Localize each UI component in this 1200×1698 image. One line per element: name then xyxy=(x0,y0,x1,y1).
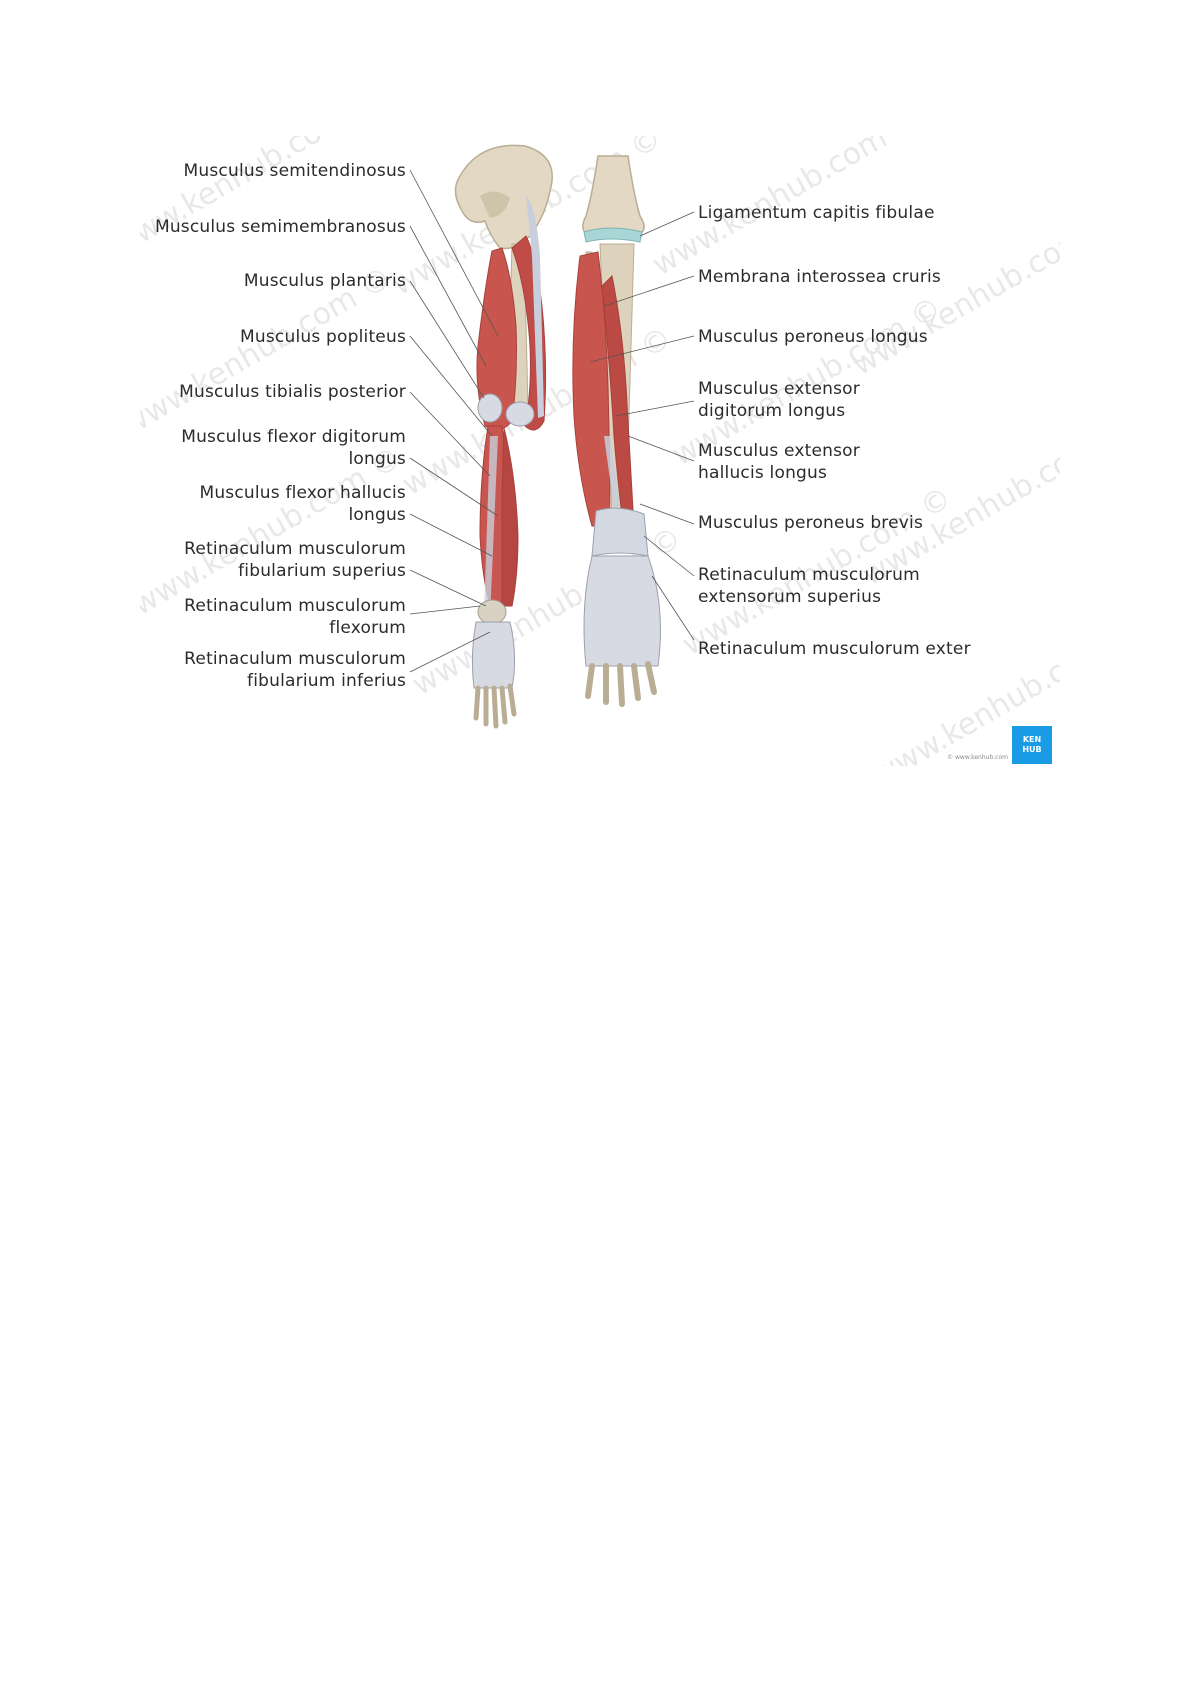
label-tibialis-posterior: Musculus tibialis posterior xyxy=(179,382,406,402)
knee-joint xyxy=(583,227,643,243)
calf-muscle xyxy=(501,427,519,607)
toe-bones xyxy=(473,683,517,729)
ankle-joint xyxy=(477,599,507,625)
pelvis-bone xyxy=(480,191,510,218)
leader-lines-left xyxy=(409,169,499,673)
label-popliteus: Musculus popliteus xyxy=(240,327,406,347)
foot-bones xyxy=(583,555,661,667)
label-semitendinosus: Musculus semitendinosus xyxy=(183,161,406,181)
credit-text: © www.kenhub.com xyxy=(947,754,1008,761)
toe-bones xyxy=(585,661,657,707)
anterior-leg xyxy=(572,155,661,707)
knee-joint xyxy=(477,393,503,423)
retinaculum xyxy=(591,507,649,557)
label-semimembranosus: Musculus semimembranosus xyxy=(154,217,406,237)
label-peroneus-brevis: Musculus peroneus brevis xyxy=(698,513,924,533)
foot-bones xyxy=(471,621,516,689)
kenhub-logo: KEN HUB xyxy=(1012,726,1052,764)
label-membrana-interossea-cruris: Membrana interossea cruris xyxy=(698,267,941,287)
label-peroneus-longus: Musculus peroneus longus xyxy=(698,327,928,347)
label-retinaculum-extensorum-inferius: Retinaculum musculorum exter xyxy=(698,639,971,659)
anatomy-figure: www.kenhub.com © www.kenhub.com © www.ke… xyxy=(140,136,1060,766)
leader-lines-right xyxy=(589,211,695,641)
posterior-leg xyxy=(454,144,553,729)
knee-joint xyxy=(505,401,535,427)
tendon xyxy=(484,436,498,618)
label-plantaris: Musculus plantaris xyxy=(243,271,406,291)
leg-illustration xyxy=(409,144,695,729)
logo-line-2: HUB xyxy=(1022,745,1042,754)
tendon xyxy=(526,196,544,418)
logo-line-1: KEN xyxy=(1022,735,1042,744)
label-ligamentum-capitis-fibulae: Ligamentum capitis fibulae xyxy=(698,203,935,223)
femur-bone xyxy=(582,155,645,237)
